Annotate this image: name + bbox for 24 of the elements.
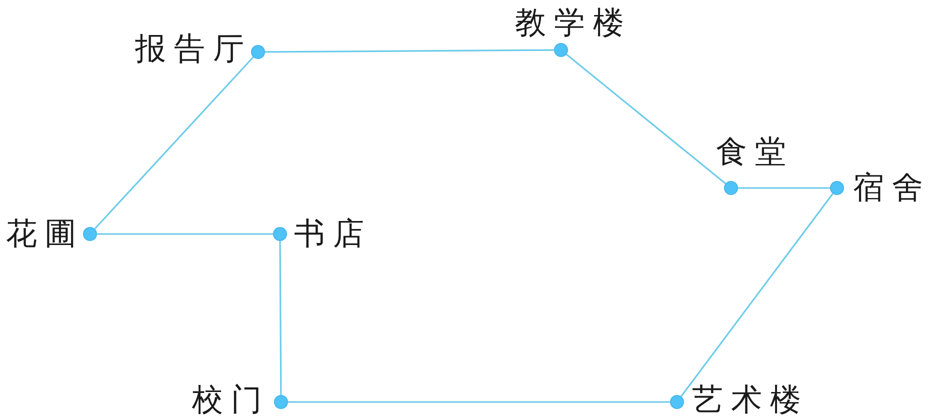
location-dot (554, 43, 568, 57)
path-line (566, 54, 726, 184)
location-dot (83, 227, 97, 241)
path-line (680, 193, 834, 397)
place-label: 教学楼 (515, 6, 632, 40)
place-label: 宿舍 (853, 171, 931, 205)
path-line (279, 241, 282, 395)
location-dot (274, 395, 288, 409)
place-label: 艺术楼 (692, 383, 809, 417)
place-label: 食堂 (716, 135, 794, 169)
location-dot (670, 395, 684, 409)
place-label: 校门 (192, 383, 270, 417)
path-line (97, 233, 273, 235)
path-line (288, 401, 670, 403)
place-label: 书店 (294, 217, 372, 251)
place-label: 花圃 (6, 217, 84, 251)
location-dot (251, 45, 265, 59)
location-dot (830, 181, 844, 195)
location-dot (724, 181, 738, 195)
location-dot (273, 227, 287, 241)
place-label: 报告厅 (135, 32, 252, 66)
path-line (94, 56, 254, 230)
path-line (265, 49, 554, 53)
path-line (738, 187, 830, 189)
